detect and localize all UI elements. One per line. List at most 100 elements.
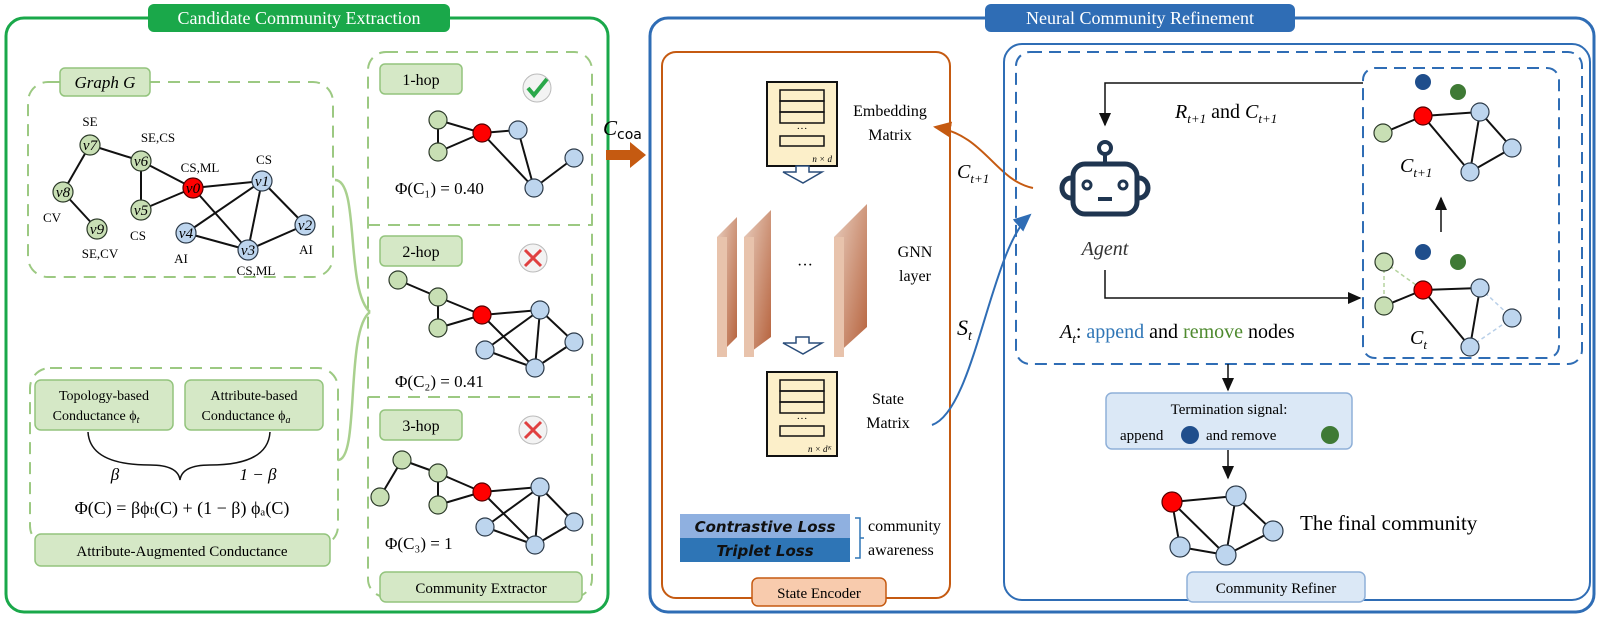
- svg-text:Matrix: Matrix: [868, 127, 912, 144]
- community-extractor: 1-hop Φ(C₁) = 0.40 2-hop Φ(C₂) = 0.41 3-…: [367, 51, 593, 603]
- s-t-label: St: [957, 315, 973, 344]
- community-c-t1: Ct+1: [1373, 74, 1522, 182]
- svg-text:v3: v3: [241, 243, 255, 259]
- svg-text:3-hop: 3-hop: [402, 418, 439, 435]
- cross-icon: [518, 415, 548, 445]
- svg-text:community: community: [868, 518, 941, 535]
- svg-text:CS: CS: [256, 152, 272, 167]
- c-next-connector: [933, 121, 1034, 189]
- svg-text:2-hop: 2-hop: [402, 244, 439, 261]
- node-v2: v2: [294, 214, 316, 236]
- svg-text:v9: v9: [90, 222, 105, 238]
- triplet-loss: Triplet Loss: [716, 542, 813, 560]
- down-arrow-icon: [782, 165, 825, 184]
- node-v3: v3: [237, 239, 259, 261]
- svg-text:Attribute-based: Attribute-based: [210, 389, 297, 404]
- neural-community-refinement-panel: Neural Community Refinement ··· n × d Em…: [648, 4, 1596, 614]
- node-v4: v4: [175, 222, 197, 244]
- svg-text:Φ(C₂) = 0.41: Φ(C₂) = 0.41: [395, 372, 484, 391]
- node-v9: v9: [86, 218, 108, 240]
- node-v8: v8: [52, 181, 74, 203]
- svg-text:GNN: GNN: [898, 244, 933, 261]
- svg-text:CS: CS: [130, 228, 146, 243]
- check-icon: [522, 73, 552, 103]
- svg-text:Ct: Ct: [1410, 327, 1427, 352]
- svg-text:v4: v4: [179, 226, 194, 242]
- svg-text:v6: v6: [134, 154, 149, 170]
- brace-icon: [87, 431, 271, 481]
- state-encoder: ··· n × d Embedding Matrix ··· GNN layer…: [661, 51, 951, 607]
- svg-text:awareness: awareness: [868, 542, 934, 559]
- svg-text:Φ(C₁) = 0.40: Φ(C₁) = 0.40: [395, 179, 484, 198]
- community-c-t: Ct: [1374, 244, 1522, 357]
- candidate-community-extraction-panel: Candidate Community Extraction Graph G v…: [4, 4, 610, 614]
- node-attributes: SE SE,CS CS,ML CS CV CS SE,CV AI CS,ML A…: [43, 114, 313, 278]
- svg-text:CS,ML: CS,ML: [181, 160, 220, 175]
- svg-text:β: β: [110, 465, 120, 484]
- attribute-augmented-conductance: Topology-based Conductance ϕt Attribute-…: [29, 367, 339, 567]
- svg-text:layer: layer: [899, 268, 932, 285]
- svg-text:n × d: n × d: [812, 154, 832, 164]
- svg-text:···: ···: [797, 123, 808, 135]
- svg-text:and remove: and remove: [1206, 428, 1277, 444]
- final-community: [1161, 485, 1284, 566]
- svg-text:SE,CS: SE,CS: [141, 130, 175, 145]
- svg-text:···: ···: [797, 413, 808, 425]
- svg-text:Ccoa: Ccoa: [603, 116, 642, 143]
- agent-label: Agent: [1080, 238, 1129, 260]
- svg-text:Φ(C₃) = 1: Φ(C₃) = 1: [385, 534, 453, 553]
- node-v1: v1: [251, 170, 273, 192]
- state-encoder-label: State Encoder: [777, 586, 861, 602]
- graph-g: Graph G v7 v6 v0 v1 v8 v5 v9 v4 v3 v: [27, 67, 334, 278]
- svg-text:CS,ML: CS,ML: [237, 263, 276, 278]
- state-matrix: ··· n × dᴷ: [766, 371, 838, 457]
- node-v7: v7: [79, 134, 101, 156]
- embedding-matrix: ··· n × d: [766, 81, 838, 167]
- svg-text:1 − β: 1 − β: [240, 465, 277, 484]
- svg-text:v5: v5: [134, 203, 149, 219]
- final-community-label: The final community: [1300, 511, 1478, 535]
- svg-text:SE,CV: SE,CV: [82, 246, 119, 261]
- svg-text:Embedding: Embedding: [853, 103, 927, 120]
- svg-text:1-hop: 1-hop: [402, 72, 439, 89]
- svg-text:v7: v7: [83, 138, 99, 154]
- svg-text:Termination signal:: Termination signal:: [1171, 402, 1288, 418]
- svg-text:Conductance ϕt: Conductance ϕt: [53, 409, 140, 426]
- svg-text:v0: v0: [186, 181, 201, 197]
- c-next-label: Ct+1: [957, 161, 989, 186]
- svg-text:Topology-based: Topology-based: [59, 389, 149, 404]
- action-label: At: append and remove nodes: [1058, 321, 1295, 346]
- svg-text:CV: CV: [43, 210, 62, 225]
- conductance-formula: Φ(C) = βϕₜ(C) + (1 − β) ϕₐ(C): [75, 498, 290, 519]
- gnn-layers: ···: [717, 204, 867, 357]
- svg-text:AI: AI: [299, 242, 313, 257]
- svg-text:append: append: [1120, 428, 1164, 444]
- cross-icon: [518, 243, 548, 273]
- svg-text:···: ···: [797, 257, 813, 274]
- svg-text:v8: v8: [56, 185, 71, 201]
- svg-text:SE: SE: [82, 114, 97, 129]
- svg-text:v2: v2: [298, 218, 313, 234]
- candidate-transfer-arrow: Ccoa: [603, 116, 646, 168]
- community-refiner-label: Community Refiner: [1216, 581, 1336, 597]
- svg-text:Matrix: Matrix: [866, 415, 910, 432]
- svg-text:State: State: [872, 391, 904, 408]
- community-refiner: Agent Rt+1 and Ct+1 At: append and remov…: [1003, 43, 1591, 603]
- svg-text:AI: AI: [174, 251, 188, 266]
- svg-text:Ct+1: Ct+1: [1400, 155, 1432, 180]
- extractor-label: Community Extractor: [415, 581, 546, 597]
- node-v5: v5: [130, 199, 152, 221]
- svg-text:n × dᴷ: n × dᴷ: [808, 444, 833, 454]
- conductance-label: Attribute-Augmented Conductance: [76, 544, 288, 560]
- svg-text:Conductance ϕa: Conductance ϕa: [202, 409, 291, 426]
- node-v0: v0: [182, 177, 204, 199]
- right-panel-title: Neural Community Refinement: [1026, 8, 1254, 28]
- svg-text:v1: v1: [255, 174, 269, 190]
- down-arrow-icon: [782, 336, 825, 355]
- connector-curve: [334, 178, 371, 462]
- graph-label: Graph G: [75, 73, 136, 92]
- left-panel-title: Candidate Community Extraction: [178, 8, 421, 28]
- agent-robot-icon: [1059, 140, 1151, 217]
- append-node-icon: [1181, 426, 1199, 444]
